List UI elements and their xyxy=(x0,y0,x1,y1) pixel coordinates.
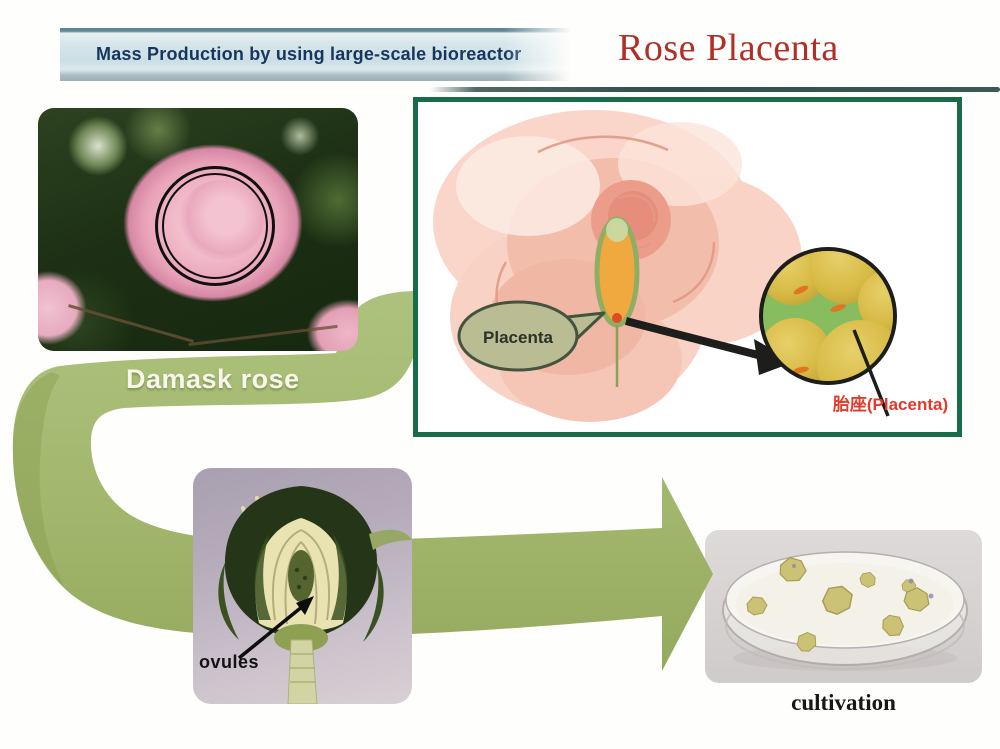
cultivation-label: cultivation xyxy=(791,690,896,715)
annotation-circle xyxy=(155,166,275,286)
sepal-side-leaf xyxy=(369,529,412,550)
header-banner-text: Mass Production by using large-scale bio… xyxy=(96,44,522,64)
placenta-diagram: Placenta xyxy=(433,110,897,422)
ribbon-arrow xyxy=(12,291,714,671)
magnifier-circle xyxy=(759,247,897,417)
branch xyxy=(188,324,338,347)
ovary-cross-section xyxy=(594,216,640,387)
ovules-arrowhead xyxy=(296,596,314,615)
placenta-zoom-label: 胎座(Placenta) xyxy=(832,395,949,414)
tissue-clumps xyxy=(746,556,930,652)
placenta-bubble-label: Placenta xyxy=(483,328,553,347)
branch xyxy=(68,304,194,343)
page-title: Rose Placenta xyxy=(618,27,839,69)
damask-rose-label: Damask rose xyxy=(126,364,300,394)
header-shadow-line xyxy=(430,87,1000,92)
bud-drawing xyxy=(218,486,412,704)
ribbon-curve-shading xyxy=(12,372,64,586)
placenta-dot xyxy=(612,313,622,323)
ovary-cavity xyxy=(288,550,314,602)
interior-shade-right xyxy=(331,534,348,620)
sepal-left-tip xyxy=(218,560,239,640)
interior-shade-left xyxy=(254,534,271,620)
magnifier-pointer-line xyxy=(852,329,890,417)
sepal-right-tip xyxy=(363,560,384,642)
placenta-marks xyxy=(793,285,846,374)
ovules-label: ovules xyxy=(199,652,260,672)
receptacle xyxy=(274,624,328,652)
placenta-bubble: Placenta xyxy=(457,300,606,372)
stem xyxy=(287,639,318,704)
bud-cross-section-image: ovules xyxy=(193,468,412,704)
stem-ridges xyxy=(290,653,316,683)
ovule-dots xyxy=(294,567,308,590)
petri-dish-image xyxy=(705,530,982,683)
carpel-lines xyxy=(272,529,330,625)
header-banner: Mass Production by using large-scale bio… xyxy=(60,28,576,81)
placenta-box: Placenta xyxy=(413,97,962,437)
petri-dish-drawing xyxy=(722,551,968,671)
ovules-arrow xyxy=(237,604,305,660)
damask-rose-photo xyxy=(38,108,358,351)
violet-specks xyxy=(792,564,934,599)
